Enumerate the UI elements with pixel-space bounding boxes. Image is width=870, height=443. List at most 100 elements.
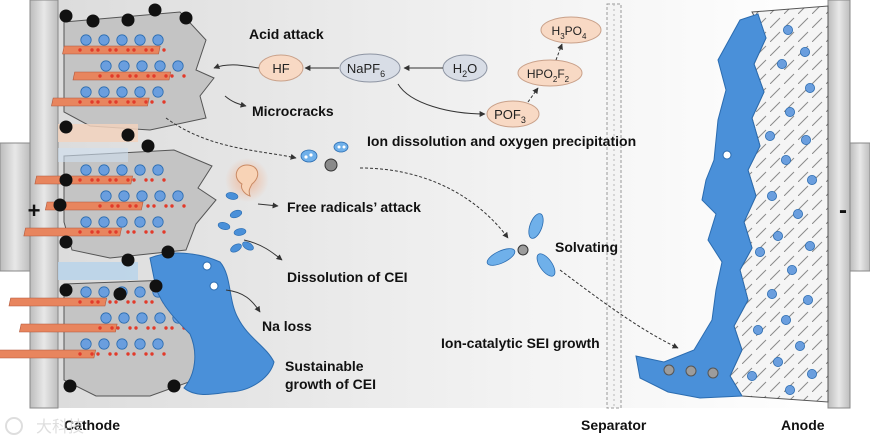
svg-text:NaPF6: NaPF6 [347,61,385,79]
svg-text:H2O: H2O [453,61,478,79]
lattice-na-site [134,34,146,46]
lattice-oxygen [152,74,156,78]
lattice-na-site [98,216,110,228]
svg-text:大科技: 大科技 [36,417,84,436]
lattice-na-site [98,34,110,46]
lattice-na-site [98,286,110,298]
reaction-arrows [165,43,679,349]
anode-na-dot [781,154,792,165]
anode-na-dot [783,24,794,35]
lattice-oxygen [144,230,148,234]
lattice-oxygen [98,204,102,208]
lattice-na-site [116,86,128,98]
lattice-oxygen [144,300,148,304]
lattice-na-site [80,286,92,298]
carbon-black-dot [53,198,67,212]
lattice-oxygen [134,326,138,330]
lattice-na-site [136,190,148,202]
lattice-oxygen [150,352,154,356]
lattice-na-site [134,164,146,176]
lattice-na-site [152,216,164,228]
cathode-current-collector [0,0,59,409]
cei-fragment [230,243,242,253]
lattice-oxygen [170,326,174,330]
particle-body [63,11,215,131]
svg-text:H3PO4: H3PO4 [552,24,587,41]
anode-na-dot [767,288,778,299]
lattice-oxygen [98,326,102,330]
anode-na-dot [785,384,796,395]
anode-na-dot [765,130,776,141]
cathode-particle-2 [23,149,217,259]
lattice-na-site [134,86,146,98]
cathode-plus-sign: + [28,198,41,223]
carbon-black-dot [148,3,162,17]
lattice-na-site [152,338,164,350]
lattice-oxygen [134,204,138,208]
anode-na-dot [777,59,788,70]
lattice-oxygen [162,48,166,52]
lattice-na-site [98,86,110,98]
lattice-oxygen [152,326,156,330]
lattice-oxygen [110,204,114,208]
lattice-oxygen [98,74,102,78]
carbon-black-dot [59,283,73,297]
lattice-oxygen [150,100,154,104]
lattice-oxygen [146,204,150,208]
lattice-na-site [152,34,164,46]
carbon-black-dot [86,14,100,28]
lattice-oxygen [108,300,112,304]
lattice-na-site [80,164,92,176]
lattice-oxygen [126,352,130,356]
carbon-black-dot [59,235,73,249]
carbon-black-dot [113,287,127,301]
cei-stripe-3 [58,148,128,162]
species-h3po4: H3PO4 [540,16,602,44]
separator [606,3,622,409]
lattice-oxygen [110,74,114,78]
footer-anode: Anode [781,417,825,433]
anode-na-dot [795,340,806,351]
lattice-na-site [154,190,166,202]
lattice-na-site [100,190,112,202]
footer-cathode: Cathode [64,417,120,433]
lattice-oxygen [162,352,166,356]
lattice-oxygen [164,204,168,208]
carbon-black-dot [141,139,155,153]
lattice-oxygen [126,300,130,304]
lattice-oxygen [78,48,82,52]
lattice-oxygen [114,48,118,52]
lattice-layer [23,227,122,237]
carbon-black-dot [59,173,73,187]
lattice-na-site [80,34,92,46]
carbon-black-dot [121,13,135,27]
lattice-oxygen [116,204,120,208]
lattice-oxygen [182,204,186,208]
anode-na-dot [767,190,778,201]
anode-na-dot [805,240,816,251]
lattice-oxygen [126,48,130,52]
anode-na-dot [803,294,814,305]
lattice-na-site [152,164,164,176]
lattice-oxygen [146,74,150,78]
lattice-oxygen [90,230,94,234]
anode-na-dot [753,324,764,335]
lattice-na-site [98,338,110,350]
lattice-na-site [116,338,128,350]
lattice-oxygen [90,300,94,304]
lattice-oxygen [96,300,100,304]
lattice-oxygen [152,204,156,208]
label-sustainable-line1: Sustainable [285,358,364,374]
lattice-oxygen [144,100,148,104]
species-hpo2f2: HPO2F2 [517,59,583,87]
lattice-oxygen [150,178,154,182]
lattice-oxygen [126,230,130,234]
lattice-na-site [134,216,146,228]
carbon-black-dot [149,279,163,293]
lattice-na-site [136,312,148,324]
label-microcracks: Microcracks [252,103,334,119]
lattice-oxygen [170,204,174,208]
lattice-oxygen [132,352,136,356]
lattice-oxygen [78,230,82,234]
